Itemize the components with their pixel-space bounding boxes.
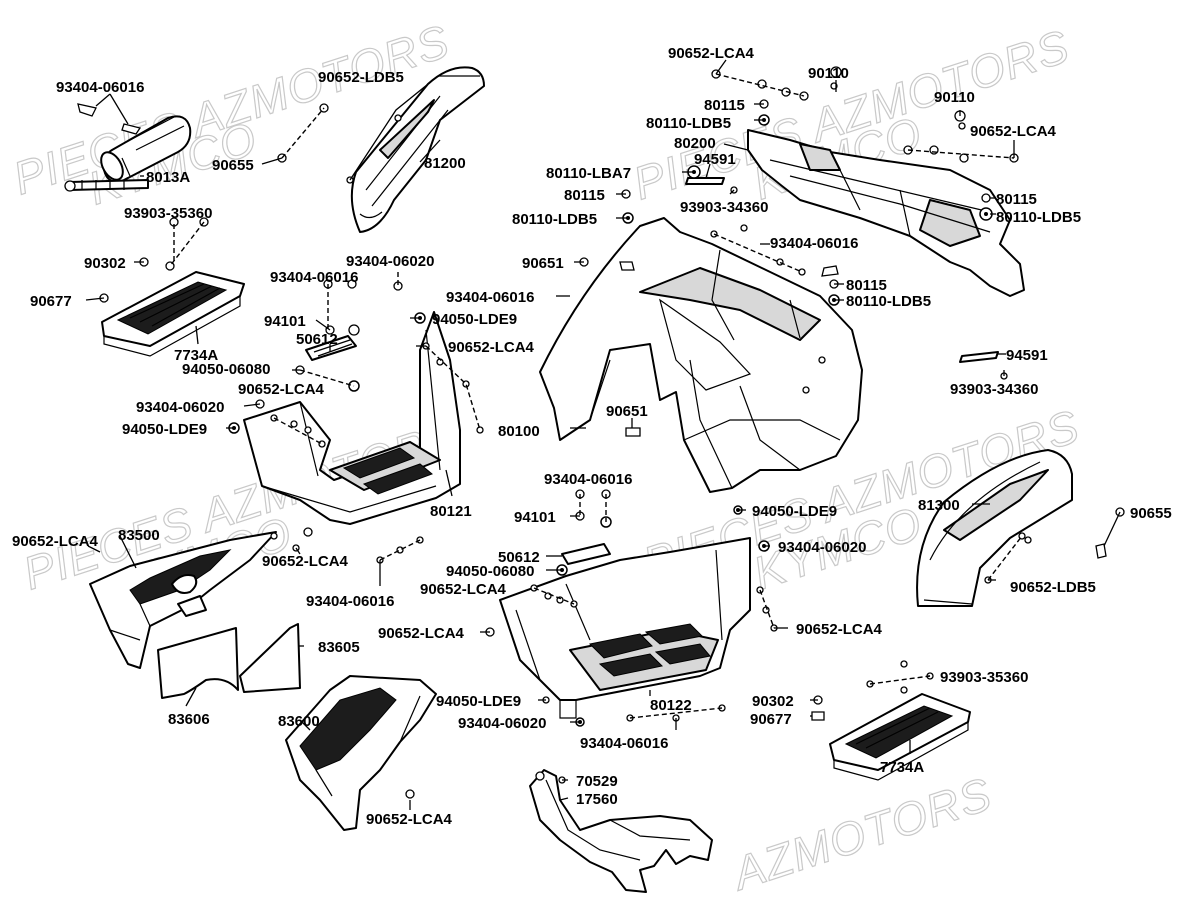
right-footboard <box>499 537 751 719</box>
label-90302-b: 90302 <box>752 693 794 710</box>
leader-lines <box>85 59 1121 810</box>
toolkit-pouch <box>64 103 192 192</box>
label-93404-06020-c: 93404-06020 <box>778 539 866 556</box>
strip-94591-top <box>685 177 725 185</box>
label-93404-06020-b: 93404-06020 <box>136 399 224 416</box>
label-83606: 83606 <box>168 711 210 728</box>
label-80115-d: 80115 <box>846 277 887 294</box>
label-90651-b: 90651 <box>606 403 648 420</box>
label-50612-a: 50612 <box>296 331 338 348</box>
label-90652-LCA4-d: 90652-LCA4 <box>970 123 1057 140</box>
label-50612-b: 50612 <box>498 549 540 566</box>
label-90652-LCA4-e: 90652-LCA4 <box>12 533 99 550</box>
footrest-right <box>829 693 971 781</box>
label-83600: 83600 <box>278 713 320 730</box>
label-94050-LDE9-d: 94050-LDE9 <box>436 693 521 710</box>
label-80110-LDB5-a: 80110-LDB5 <box>646 115 731 132</box>
seal-83605 <box>239 623 301 693</box>
label-70529: 70529 <box>576 773 618 790</box>
label-93404-06016-e: 93404-06016 <box>544 471 632 488</box>
label-83500: 83500 <box>118 527 160 544</box>
label-81200: 81200 <box>424 155 466 172</box>
label-94050-06080-a: 94050-06080 <box>182 361 270 378</box>
label-80110-LBA7: 80110-LBA7 <box>546 165 631 182</box>
label-93404-06016-g: 93404-06016 <box>580 735 668 752</box>
left-footboard <box>243 311 461 525</box>
label-90651-a: 90651 <box>522 255 564 272</box>
label-93404-06020-a: 93404-06020 <box>346 253 434 270</box>
label-83605: 83605 <box>318 639 360 656</box>
label-90302-a: 90302 <box>84 255 126 272</box>
label-93404-06016-f: 93404-06016 <box>306 593 394 610</box>
label-90655-a: 90655 <box>212 157 254 174</box>
label-90677-b: 90677 <box>750 711 792 728</box>
label-90652-LCA4-g: 90652-LCA4 <box>420 581 507 598</box>
label-93903-35360-b: 93903-35360 <box>940 669 1028 686</box>
label-80110-LDB5-b: 80110-LDB5 <box>512 211 597 228</box>
label-80200: 80200 <box>674 135 716 152</box>
label-93404-06016-b: 93404-06016 <box>270 269 358 286</box>
label-80115-a: 80115 <box>704 97 745 114</box>
label-80110-LDB5-c: 80110-LDB5 <box>996 209 1081 226</box>
rear-fender <box>539 217 863 493</box>
label-80100: 80100 <box>498 423 540 440</box>
label-81300: 81300 <box>918 497 960 514</box>
label-7734A-a: 7734A <box>174 347 218 364</box>
lower-guard <box>529 769 713 893</box>
label-94591-a: 94591 <box>694 151 736 168</box>
fasteners <box>99 66 1125 799</box>
label-94050-LDE9-c: 94050-LDE9 <box>752 503 837 520</box>
label-93404-06016-a: 93404-06016 <box>56 79 144 96</box>
label-80115-b: 80115 <box>564 187 605 204</box>
label-90652-LCA4-f: 90652-LCA4 <box>262 553 349 570</box>
parts <box>64 66 1125 893</box>
label-93404-06016-c: 93404-06016 <box>446 289 534 306</box>
label-94101-b: 94101 <box>514 509 556 526</box>
rear-carrier-cover <box>747 129 1025 297</box>
part-labels: 93404-06016 90652-LDB5 90655 8013A 81200… <box>12 45 1172 828</box>
label-94050-LDE9-a: 94050-LDE9 <box>432 311 517 328</box>
label-90652-LCA4-h: 90652-LCA4 <box>796 621 883 638</box>
seal-83606 <box>157 627 239 699</box>
label-90677-a: 90677 <box>30 293 72 310</box>
left-side-cover <box>89 531 277 669</box>
left-plate <box>305 335 357 361</box>
label-90652-LCA4-j: 90652-LCA4 <box>366 811 453 828</box>
label-93903-34360-b: 93903-34360 <box>950 381 1038 398</box>
label-80115-c: 80115 <box>996 191 1037 208</box>
label-90110-a: 90110 <box>808 65 849 82</box>
label-90652-LCA4-i: 90652-LCA4 <box>378 625 465 642</box>
label-93404-06020-d: 93404-06020 <box>458 715 546 732</box>
label-90652-LCA4-a: 90652-LCA4 <box>448 339 535 356</box>
label-90652-LDB5-b: 90652-LDB5 <box>1010 579 1096 596</box>
label-8013A: 8013A <box>146 169 190 186</box>
right-side-cover <box>285 675 437 831</box>
right-plate <box>561 543 611 565</box>
label-7734A-b: 7734A <box>880 759 924 776</box>
label-94101-a: 94101 <box>264 313 306 330</box>
label-94050-LDE9-b: 94050-LDE9 <box>122 421 207 438</box>
label-80121: 80121 <box>430 503 472 520</box>
label-93903-34360-a: 93903-34360 <box>680 199 768 216</box>
footrest-left <box>101 271 245 357</box>
strip-94591-right <box>959 351 999 363</box>
label-90652-LCA4-b: 90652-LCA4 <box>238 381 325 398</box>
label-90652-LDB5-a: 90652-LDB5 <box>318 69 404 86</box>
left-mudguard <box>346 66 485 233</box>
label-80122: 80122 <box>650 697 692 714</box>
label-94591-b: 94591 <box>1006 347 1048 364</box>
right-mudguard <box>916 449 1073 607</box>
label-93903-35360-a: 93903-35360 <box>124 205 212 222</box>
label-93404-06016-d: 93404-06016 <box>770 235 858 252</box>
watermark-9: AZMOTORS <box>724 767 998 900</box>
label-80110-LDB5-d: 80110-LDB5 <box>846 293 931 310</box>
label-90110-b: 90110 <box>934 89 975 106</box>
label-94050-06080-b: 94050-06080 <box>446 563 534 580</box>
label-90655-b: 90655 <box>1130 505 1172 522</box>
label-90652-LCA4-c: 90652-LCA4 <box>668 45 755 62</box>
label-17560: 17560 <box>576 791 618 808</box>
